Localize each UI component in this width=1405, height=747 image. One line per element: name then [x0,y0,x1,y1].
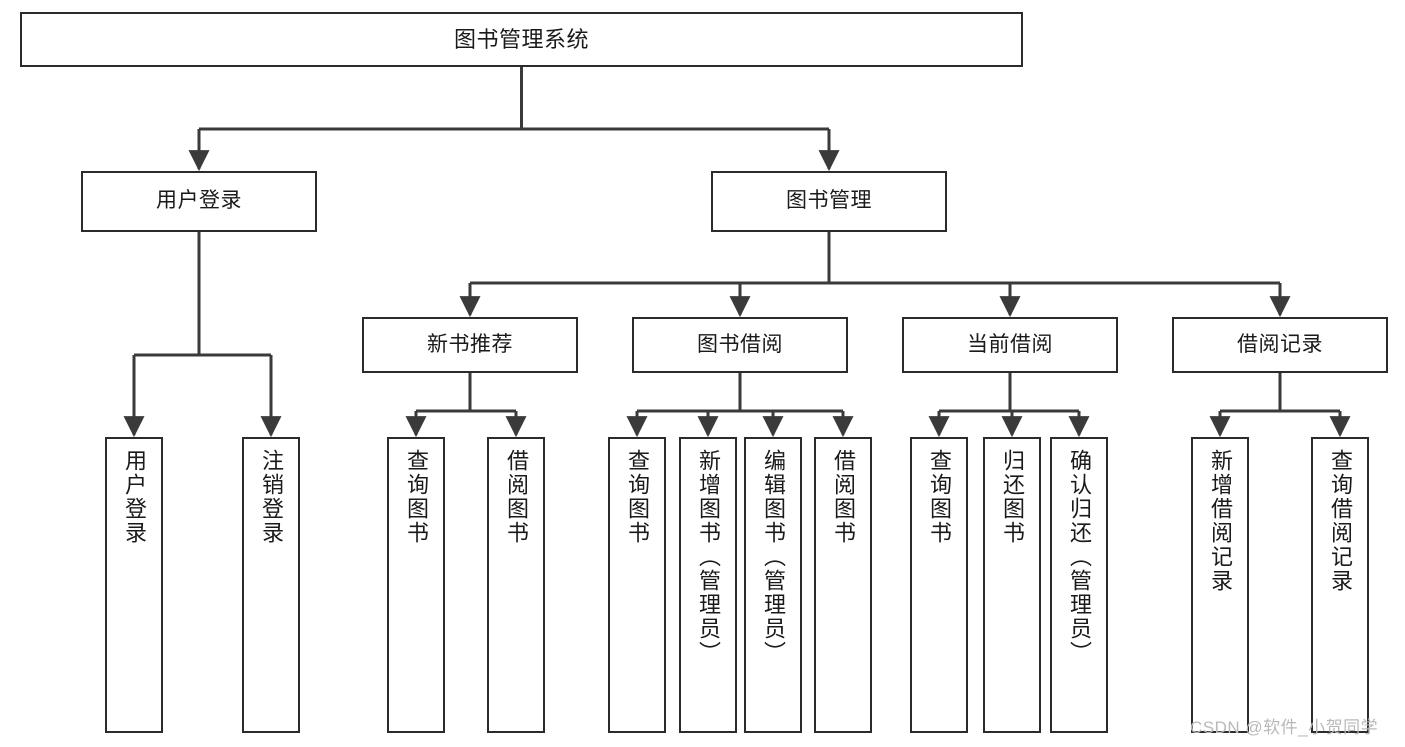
node-borrow[interactable]: 图书借阅 [632,317,848,373]
node-label: 用户登录 [122,449,147,545]
node-records[interactable]: 借阅记录 [1172,317,1388,373]
node-label: 新增图书（管理员） [696,449,721,665]
node-login[interactable]: 用户登录 [81,171,317,232]
node-l-addrec[interactable]: 新增借阅记录 [1191,437,1249,733]
watermark-text: CSDN @软件_小贺同学 [1190,718,1379,737]
node-label: 查询借阅记录 [1328,449,1353,593]
node-l-borrow1[interactable]: 借阅图书 [487,437,545,733]
node-label: 借阅图书 [831,449,856,545]
node-l-return[interactable]: 归还图书 [983,437,1041,733]
node-label: 图书管理 [786,189,872,213]
node-label: 图书管理系统 [453,26,589,52]
node-l-logout[interactable]: 注销登录 [242,437,300,733]
node-newbook[interactable]: 新书推荐 [362,317,578,373]
node-l-edit[interactable]: 编辑图书（管理员） [744,437,802,733]
node-label: 确认归还（管理员） [1067,449,1092,665]
node-label: 编辑图书（管理员） [761,449,786,665]
node-root[interactable]: 图书管理系统 [20,12,1023,67]
node-label: 当前借阅 [967,332,1053,356]
node-l-add[interactable]: 新增图书（管理员） [679,437,737,733]
node-label: 查询图书 [404,449,429,545]
node-label: 查询图书 [927,449,952,545]
node-label: 借阅图书 [504,449,529,545]
node-l-borrow2[interactable]: 借阅图书 [814,437,872,733]
node-l-query2[interactable]: 查询图书 [608,437,666,733]
node-l-confirm[interactable]: 确认归还（管理员） [1050,437,1108,733]
node-label: 新增借阅记录 [1208,449,1233,593]
node-current[interactable]: 当前借阅 [902,317,1118,373]
node-label: 新书推荐 [427,332,513,356]
node-label: 查询图书 [625,449,650,545]
node-label: 归还图书 [1000,449,1025,545]
node-l-login[interactable]: 用户登录 [105,437,163,733]
node-label: 用户登录 [156,189,242,213]
node-l-query1[interactable]: 查询图书 [387,437,445,733]
node-label: 借阅记录 [1237,332,1323,356]
node-label: 注销登录 [259,449,284,545]
node-l-query3[interactable]: 查询图书 [910,437,968,733]
node-l-queryrec[interactable]: 查询借阅记录 [1311,437,1369,733]
node-label: 图书借阅 [697,332,783,356]
node-bookmgmt[interactable]: 图书管理 [711,171,947,232]
